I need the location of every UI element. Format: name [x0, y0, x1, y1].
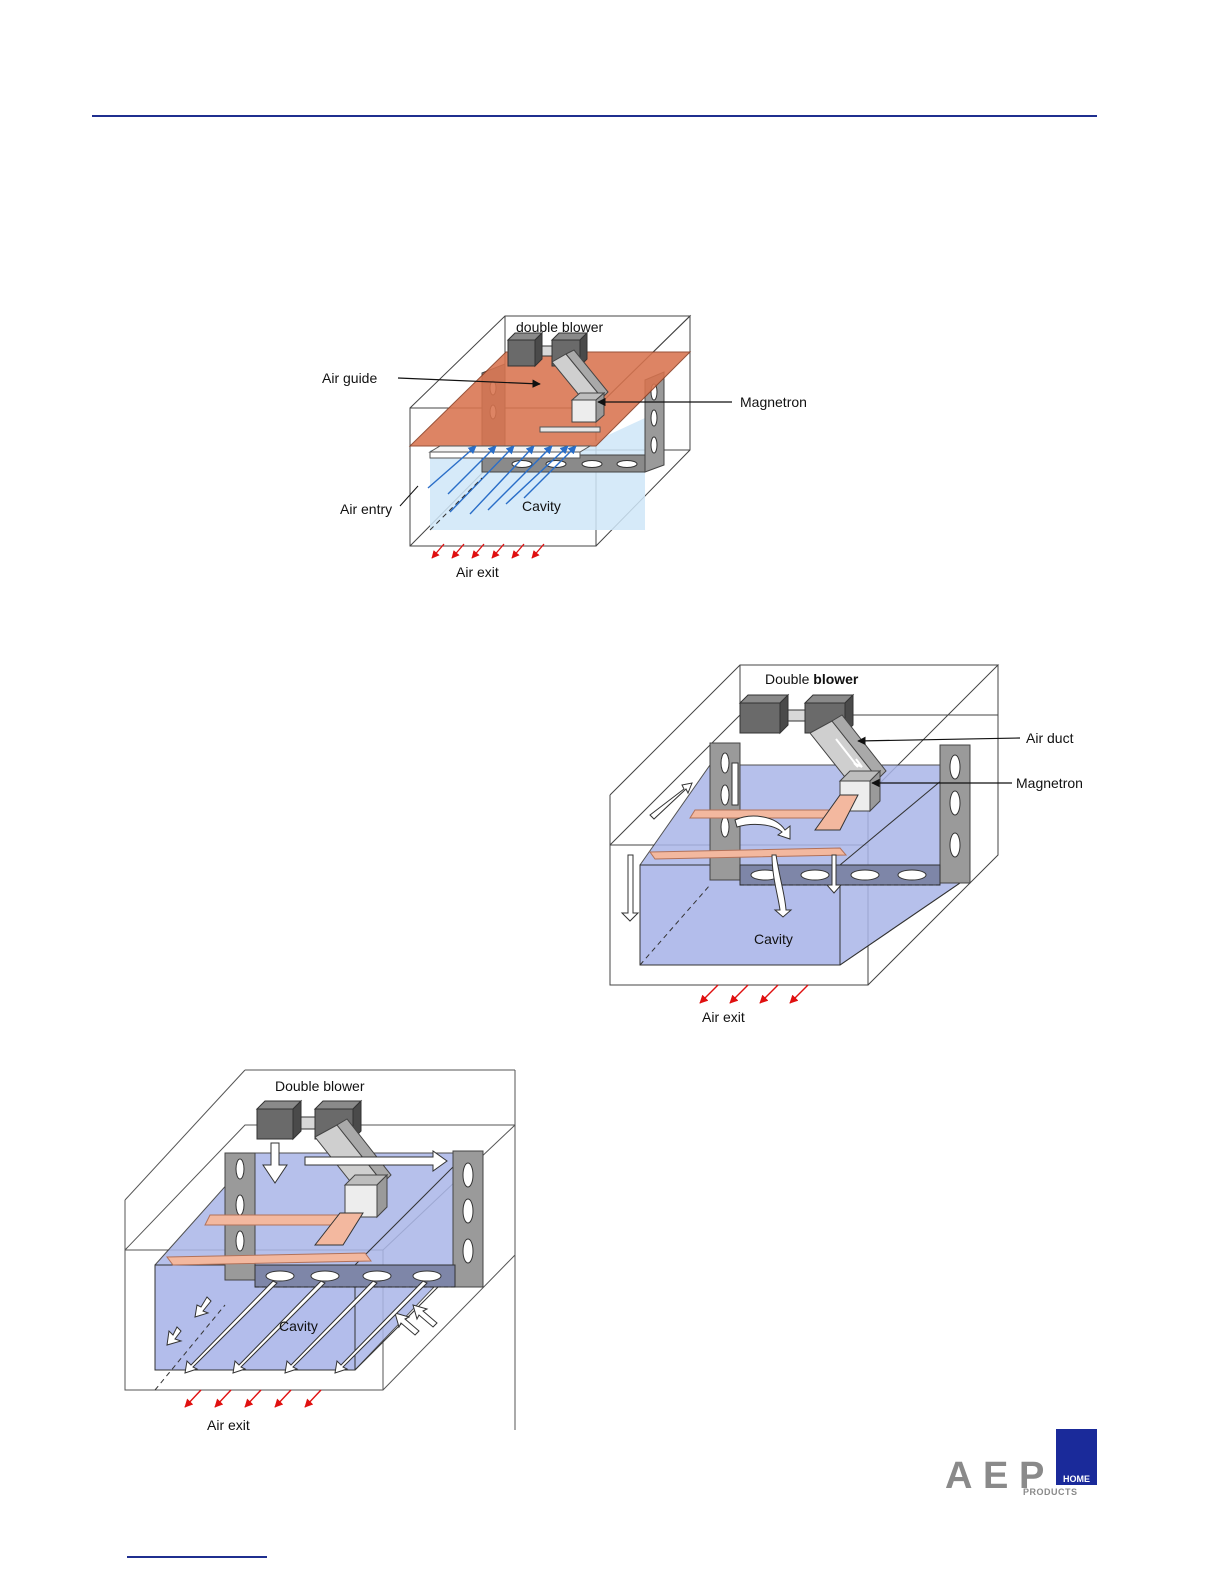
label-air-exit: Air exit — [207, 1417, 250, 1433]
logo-home-text: HOME — [1056, 1474, 1097, 1484]
figure-airflow-top-entry: double blower Air guide Magnetron Air en… — [300, 300, 820, 600]
header-rule — [92, 115, 1097, 117]
footer-rule — [127, 1556, 267, 1558]
figure-airflow-duct: Double blower Air duct Magnetron Cavity … — [600, 655, 1090, 1030]
label-double-blower: double blower — [516, 319, 604, 335]
label-air-duct: Air duct — [1026, 730, 1074, 746]
air-exit-arrows — [185, 1390, 321, 1407]
figure-airflow-bottom: Double blower Cavity Air exit — [115, 1065, 525, 1435]
logo-products-text: PRODUCTS — [1023, 1487, 1078, 1497]
label-cavity: Cavity — [279, 1318, 318, 1334]
label-air-exit: Air exit — [702, 1009, 745, 1025]
label-double-blower: Double blower — [765, 671, 859, 687]
label-air-guide: Air guide — [322, 370, 377, 386]
label-magnetron: Magnetron — [740, 394, 807, 410]
magnetron-box — [572, 393, 604, 422]
air-exit-arrows — [700, 985, 808, 1003]
label-blower-bold: blower — [813, 671, 859, 687]
label-air-entry: Air entry — [340, 501, 392, 517]
label-magnetron: Magnetron — [1016, 775, 1083, 791]
label-double-blower: Double blower — [275, 1078, 365, 1094]
waveguide-strip — [205, 1215, 350, 1225]
label-air-exit: Air exit — [456, 564, 499, 580]
logo-letter-a: A — [945, 1457, 972, 1495]
label-cavity: Cavity — [522, 498, 561, 514]
label-cavity: Cavity — [754, 931, 793, 947]
logo-blue-box: HOME — [1056, 1429, 1097, 1485]
logo-letter-e: E — [983, 1457, 1008, 1495]
aep-home-products-logo: A E P HOME PRODUCTS — [945, 1429, 1097, 1499]
